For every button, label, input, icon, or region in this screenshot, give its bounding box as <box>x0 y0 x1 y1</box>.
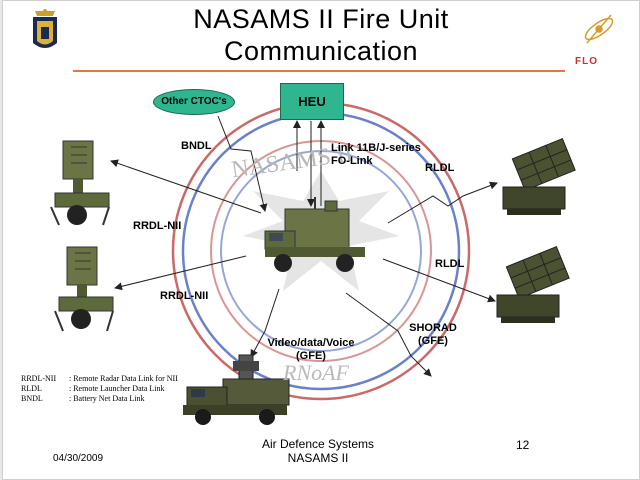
video-label: Video/data/Voice (GFE) <box>259 337 363 363</box>
footer-date: 04/30/2009 <box>53 453 104 464</box>
video-link-line <box>250 288 280 358</box>
rrdl-bottom-link-line <box>114 255 247 291</box>
abbreviation-legend: RRDL-NII: Remote Radar Data Link for NII… <box>21 374 178 404</box>
watermark-bottom-text: RNoAF <box>283 360 349 385</box>
slide-title: NASAMS II Fire Unit Communication <box>103 3 539 67</box>
flo-logo-text: FLO <box>575 56 598 67</box>
rldl-top-label: RLDL <box>425 162 455 174</box>
title-line-2: Communication <box>223 36 419 66</box>
shorad-vehicle-icon <box>183 354 290 425</box>
bndl-link-line <box>217 115 268 212</box>
launcher-bottom-icon <box>496 245 570 323</box>
shorad-label: SHORAD (GFE) <box>401 322 465 348</box>
command-vehicle-icon <box>264 197 365 272</box>
radar-unit-bottom-icon <box>54 246 114 332</box>
rrdl-top-link-line <box>110 159 262 214</box>
shorad-label-line-2: (GFE) <box>418 335 448 347</box>
rldl-mid-link-line <box>382 258 496 303</box>
legend-row: BNDL: Battery Net Data Link <box>21 394 145 403</box>
rrdl-top-label: RRDL-NII <box>133 220 182 232</box>
diagram-graphics <box>50 101 576 425</box>
heu-node: HEU <box>280 83 344 120</box>
link11-label-line-1: Link 11B/J-series <box>331 142 421 154</box>
link11-label: Link 11B/J-series FO-Link <box>331 142 421 168</box>
rrdl-bottom-label: RRDL-NII <box>160 290 209 302</box>
footer-center-line-2: NASAMS II <box>287 451 349 465</box>
rldl-mid-label: RLDL <box>435 258 465 270</box>
page-number: 12 <box>516 438 530 452</box>
video-label-line-2: (GFE) <box>296 350 326 362</box>
shorad-label-line-1: SHORAD <box>409 322 457 334</box>
footer-center: Air Defence Systems NASAMS II <box>243 437 393 465</box>
link11-label-line-2: FO-Link <box>331 155 373 167</box>
bndl-label: BNDL <box>181 140 212 152</box>
shorad-link-line <box>345 292 432 377</box>
legend-row: RLDL: Remote Launcher Data Link <box>21 384 165 393</box>
other-ctoc-node: Other CTOC's <box>153 89 235 115</box>
launcher-top-icon <box>502 137 576 215</box>
title-rule <box>73 70 565 72</box>
footer-center-line-1: Air Defence Systems <box>261 437 375 451</box>
video-label-line-1: Video/data/Voice <box>267 337 355 349</box>
radar-unit-top-icon <box>50 140 110 226</box>
title-line-1: NASAMS II Fire Unit <box>193 4 449 34</box>
rldl-top-link-line <box>387 181 498 224</box>
legend-row: RRDL-NII: Remote Radar Data Link for NII <box>21 374 178 383</box>
